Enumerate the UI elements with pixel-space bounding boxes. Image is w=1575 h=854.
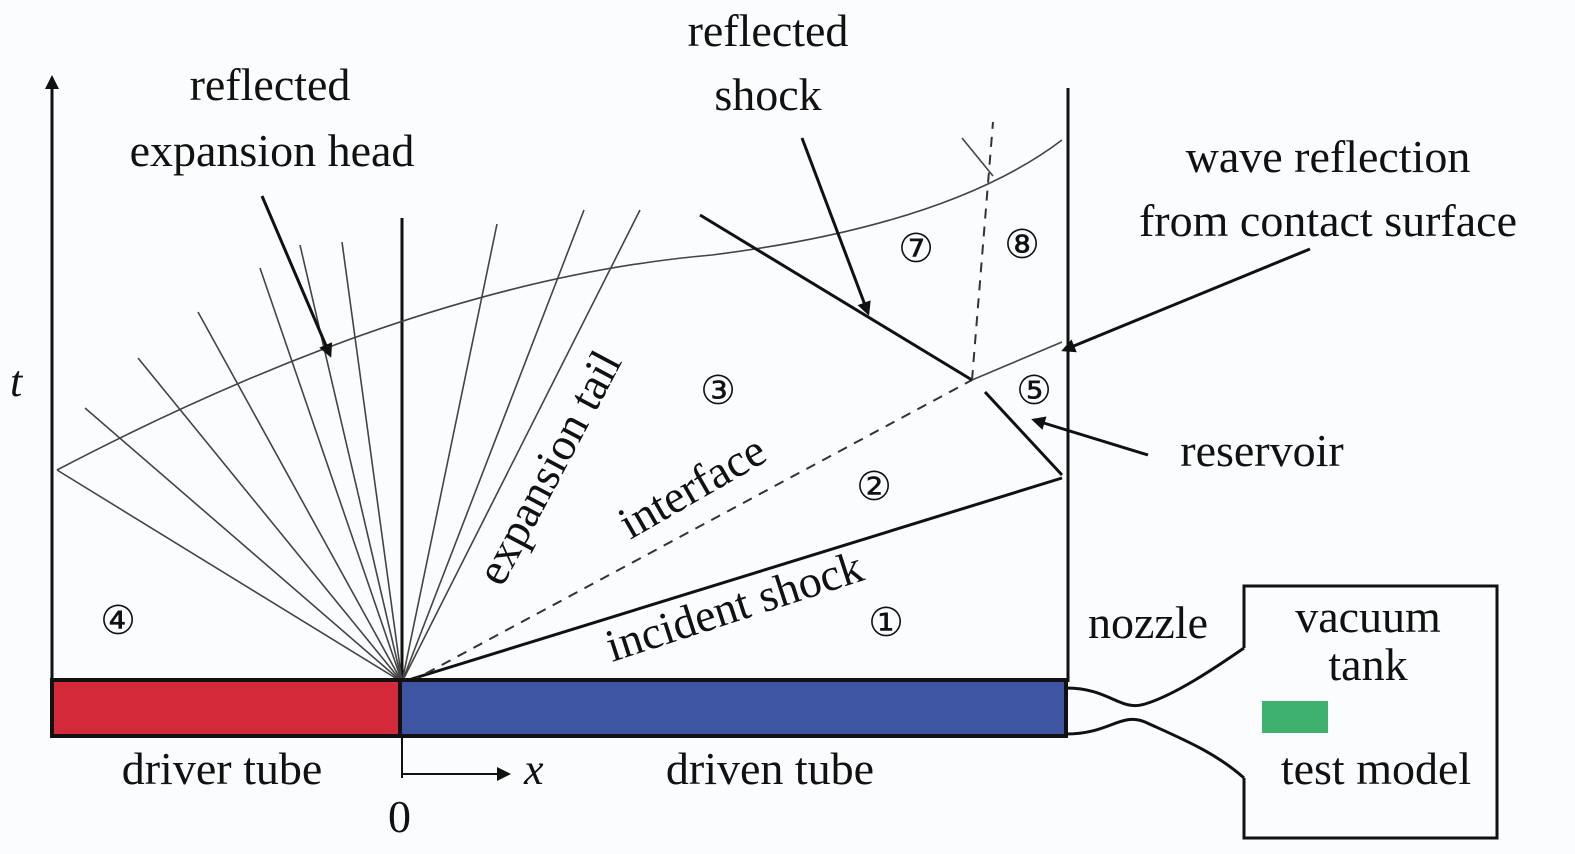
expansion-fan [56, 209, 641, 683]
driver-tube-label: driver tube [122, 743, 323, 794]
vacuum-tank-label-2: tank [1328, 639, 1407, 690]
vacuum-tank [1242, 584, 1499, 840]
reservoir-label: reservoir [1180, 425, 1343, 476]
reflected-expansion-head-label-2: expansion head [130, 125, 415, 176]
arrow-reservoir [1031, 416, 1149, 457]
expansion-tail-label: expansion tail [466, 342, 632, 593]
driver-tube [50, 678, 402, 738]
wave-reflection-label-1: wave reflection [1186, 131, 1471, 182]
test-model [1262, 701, 1328, 733]
arrow-reflected-shock [800, 137, 871, 316]
incident-shock-line [401, 476, 1063, 684]
interface-continuation [971, 341, 1063, 381]
nozzle-label: nozzle [1088, 597, 1208, 648]
reflected-shock-label-2: shock [714, 69, 821, 120]
interface-label: interface [610, 424, 775, 549]
interface-line [409, 379, 973, 683]
region-4: ④ [100, 598, 136, 644]
nozzle-lower-wall [1065, 717, 1246, 780]
x-axis-label: x [523, 745, 544, 794]
region-3: ③ [700, 368, 736, 414]
arrow-wave-reflection [1061, 247, 1311, 353]
reflected-shock-line [983, 390, 1064, 477]
driven-tube [398, 678, 1068, 738]
test-model-label: test model [1281, 743, 1471, 794]
wave-reflection-label-2: from contact surface [1139, 195, 1517, 246]
reflected-shock-upper [699, 213, 973, 382]
region-7: ⑦ [898, 226, 934, 272]
region-8: ⑧ [1004, 222, 1040, 268]
region-5: ⑤ [1016, 368, 1052, 414]
reflected-expansion-head-label-1: reflected [190, 59, 351, 110]
origin-label: 0 [388, 791, 411, 842]
reflected-expansion-head-curve [56, 139, 1063, 471]
vacuum-tank-label-1: vacuum [1295, 591, 1441, 642]
wave-reflection-dashed [971, 121, 994, 381]
reflected-shock-label-1: reflected [688, 5, 849, 56]
nozzle-upper-wall [1065, 646, 1245, 707]
incident-shock-label: incident shock [599, 540, 869, 671]
arrow-reflected-expansion-head [260, 195, 333, 358]
wave-reflection-tick [961, 137, 994, 177]
driven-tube-label: driven tube [666, 743, 874, 794]
region-1: ① [868, 600, 904, 646]
region-2: ② [856, 464, 892, 510]
t-axis-label: t [10, 357, 24, 406]
